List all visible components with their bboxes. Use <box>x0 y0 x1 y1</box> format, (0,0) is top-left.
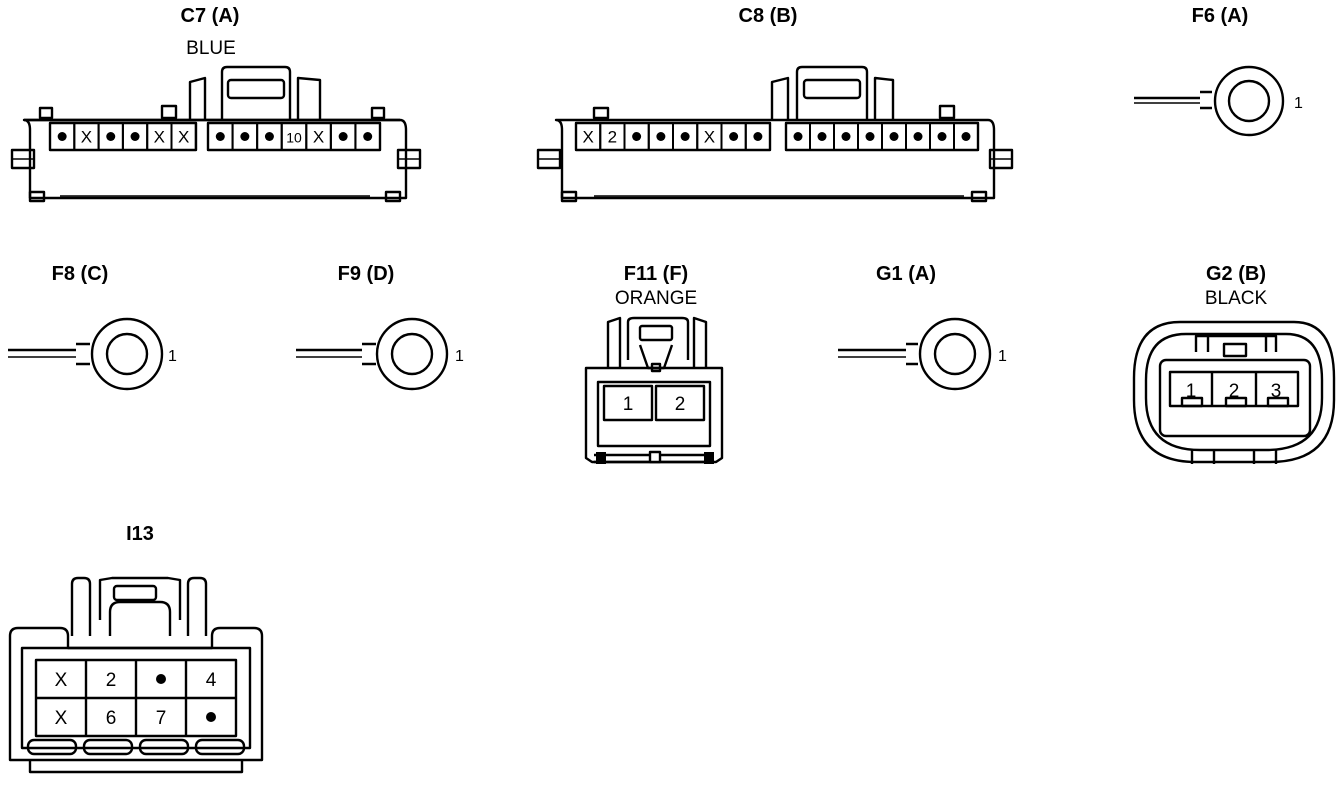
c7-title: C7 (A) <box>181 5 240 27</box>
c7-pin-13-cell <box>354 122 381 151</box>
g2-pin-1: 1 <box>1186 381 1197 402</box>
c8-pin-4 <box>656 132 666 141</box>
f8-terminal-number: 1 <box>168 348 177 365</box>
i13-pin-7: 7 <box>156 708 167 729</box>
f8-title: F8 (C) <box>52 263 109 285</box>
c7-pin-2: X <box>81 128 92 147</box>
f11-pin-2: 2 <box>675 394 686 415</box>
i13-pin-3 <box>156 674 166 684</box>
f6-terminal-number: 1 <box>1294 95 1303 112</box>
connector-f9: F9 (D) 1 <box>296 263 464 391</box>
c7-pin-13 <box>363 132 373 141</box>
c8-pin-12 <box>865 132 875 141</box>
g1-title: G1 (A) <box>876 263 936 285</box>
i13-title: I13 <box>126 523 154 545</box>
c8-pin-14 <box>913 132 923 141</box>
g2-color-label: BLACK <box>1205 288 1268 309</box>
c8-pin-6: X <box>704 128 715 147</box>
i13-pin-1: X <box>55 670 68 691</box>
c7-pin-6-cell <box>170 122 197 151</box>
g1-terminal-number: 1 <box>998 348 1007 365</box>
i13-pin-4: 4 <box>206 670 217 691</box>
f9-title: F9 (D) <box>338 263 395 285</box>
connector-g1: G1 (A) 1 <box>838 263 1007 391</box>
g2-pin-2: 2 <box>1229 381 1240 402</box>
c8-pin-15 <box>937 132 947 141</box>
connector-f6: F6 (A) 1 <box>1134 5 1303 137</box>
c7-pin-10: 10 <box>286 130 302 146</box>
i13-pin-6: 6 <box>106 708 117 729</box>
g2-title: G2 (B) <box>1206 263 1266 285</box>
c7-pin-12 <box>338 132 348 141</box>
c8-pin-5 <box>680 132 690 141</box>
f11-title: F11 (F) <box>624 263 688 285</box>
c8-pin-16-cell <box>953 122 979 151</box>
i13-pin-2: 2 <box>106 670 117 691</box>
i13-pin-5: X <box>55 708 68 729</box>
c7-pin-8 <box>240 132 250 141</box>
c8-pin-10 <box>817 132 827 141</box>
c8-pin-7 <box>729 132 739 141</box>
connector-f8: F8 (C) 1 <box>8 263 177 391</box>
c8-title: C8 (B) <box>739 5 798 27</box>
c7-pin-3 <box>106 132 116 141</box>
c8-pin-9 <box>793 132 803 141</box>
f9-terminal-number: 1 <box>455 348 464 365</box>
c7-pin-5: X <box>154 128 165 147</box>
c7-color-label: BLUE <box>186 38 236 59</box>
c7-pin-9 <box>264 132 274 141</box>
i13-pin-8 <box>206 712 216 722</box>
c8-pin-16 <box>961 132 971 141</box>
c8-pin-11 <box>841 132 851 141</box>
c8-pin-3 <box>632 132 642 141</box>
f11-pin-1: 1 <box>623 394 634 415</box>
f6-title: F6 (A) <box>1192 5 1249 27</box>
c7-pin-7 <box>215 132 225 141</box>
c8-pin-8 <box>753 132 763 141</box>
c7-pin-11: X <box>313 128 324 147</box>
c7-pin-6: X <box>178 128 189 147</box>
f11-color-label: ORANGE <box>615 288 697 309</box>
c8-pin-2: 2 <box>608 128 617 147</box>
g2-pin-3: 3 <box>1271 381 1282 402</box>
connector-g2: G2 (B) BLACK 1 2 3 <box>1132 263 1336 464</box>
connector-f11: F11 (F) ORANGE 1 2 <box>584 263 724 464</box>
c7-pin-4 <box>130 132 140 141</box>
c8-pin-13 <box>889 132 899 141</box>
c8-pin-8-cell <box>744 122 771 151</box>
c8-pin-1: X <box>582 128 593 147</box>
c7-pin-1 <box>57 132 67 141</box>
